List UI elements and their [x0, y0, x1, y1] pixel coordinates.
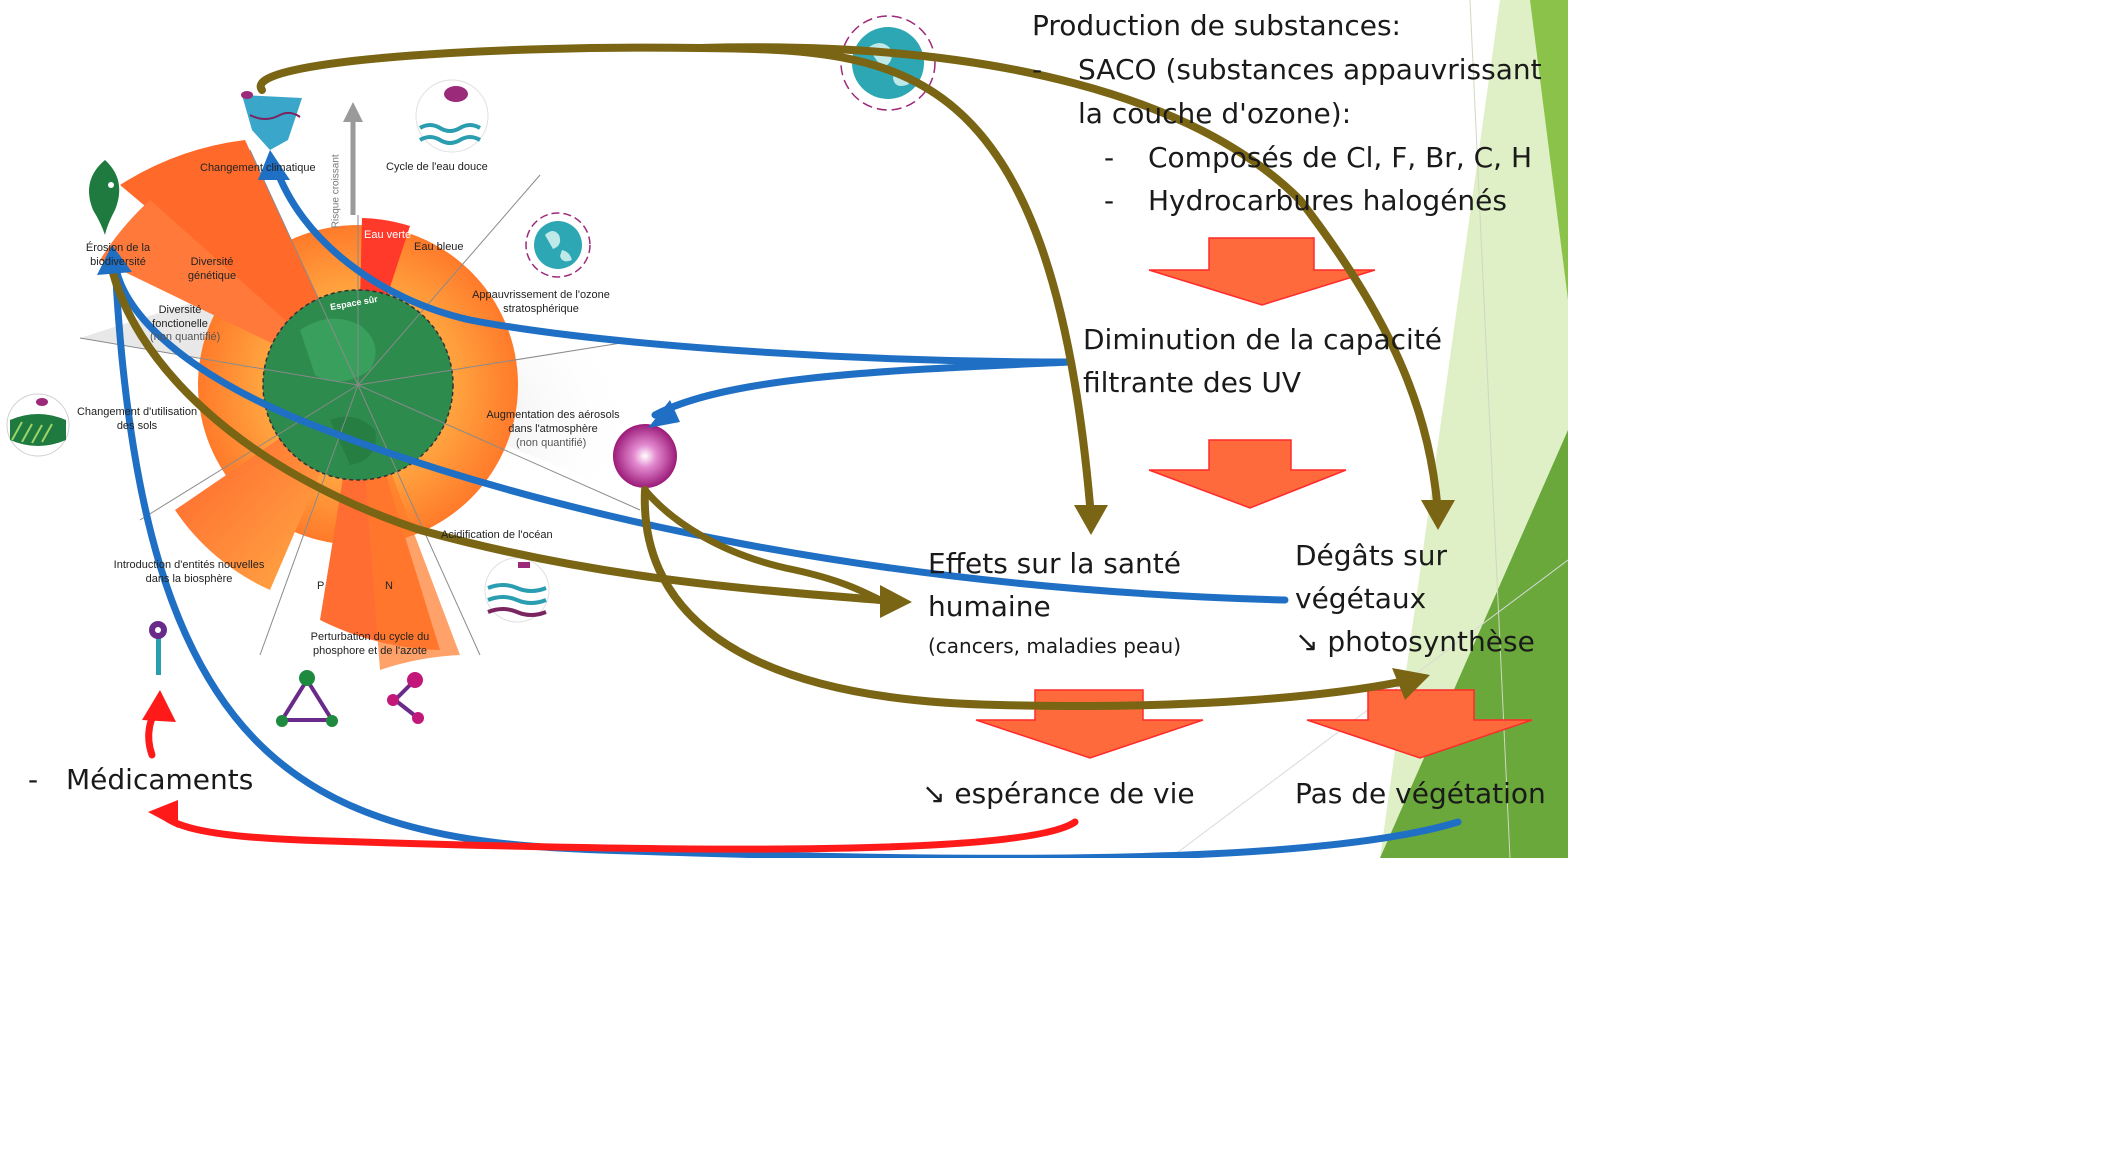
medicaments-dash: - — [28, 763, 39, 796]
risk-axis-label: Risque croissant — [330, 154, 342, 229]
diagram-canvas — [6, 0, 1568, 858]
plant-damage-line2: végétaux — [1295, 582, 1427, 615]
production-item-2: la couche d'ozone): — [1078, 97, 1352, 130]
land-use-icon — [6, 393, 70, 457]
biodiversity-leaf-icon — [89, 160, 120, 235]
arrow-heads — [97, 150, 1455, 828]
biogeochemical-label: Perturbation du cycle du phosphore et de… — [310, 631, 430, 657]
production-subitem-1: Composés de Cl, F, Br, C, H — [1148, 141, 1533, 174]
curved-arrows — [106, 43, 1462, 858]
aerosols-label: Augmentation des aérosols dans l'atmosph… — [486, 409, 620, 435]
plant-damage-line1: Dégâts sur — [1295, 539, 1448, 572]
medicaments-label: Médicaments — [66, 763, 254, 796]
uv-filter-reduction-line2: filtrante des UV — [1083, 366, 1302, 399]
health-effects-line2: humaine — [928, 590, 1051, 623]
blue-water-label: Eau bleue — [414, 241, 464, 253]
ocean-icon — [484, 557, 550, 623]
slide: Changement climatique Cycle de l'eau dou… — [6, 0, 1568, 858]
uv-filter-reduction-line1: Diminution de la capacité — [1083, 323, 1443, 356]
nitrogen-label: N — [385, 580, 393, 592]
aerosol-sphere-icon — [613, 424, 677, 488]
ozone-depletion-label: Appauvrissement de l'ozone stratosphériq… — [472, 289, 610, 315]
life-expectancy-decrease: ↘ espérance de vie — [922, 777, 1195, 810]
climate-change-label: Changement climatique — [200, 162, 316, 174]
genetic-diversity-label: Diversité génétique — [187, 256, 237, 282]
freshwater-cycle-label: Cycle de l'eau douce — [386, 161, 488, 173]
nitrogen-icon — [387, 672, 424, 724]
production-subitem-2: Hydrocarbures halogénés — [1148, 184, 1507, 217]
production-subitem-2-dash: - — [1104, 184, 1115, 217]
flower-icon — [149, 621, 167, 675]
functional-diversity-note: (non quantifié) — [150, 331, 221, 343]
production-subitem-1-dash: - — [1104, 141, 1115, 174]
phosphorus-label: P — [317, 580, 325, 592]
production-item-1: SACO (substances appauvrissant — [1078, 53, 1542, 86]
health-effects-line1: Effets sur la santé — [928, 547, 1181, 580]
novel-entities-label: Introduction d'entités nouvelles dans la… — [113, 559, 265, 585]
production-title: Production de substances: — [1032, 9, 1401, 42]
green-water-label: Eau verte — [364, 229, 412, 241]
production-item-1-dash: - — [1032, 53, 1043, 86]
climate-icon — [241, 91, 302, 150]
photosynthesis-decrease: ↘ photosynthèse — [1295, 625, 1535, 658]
freshwater-icon — [415, 79, 489, 153]
functional-diversity-label: Diversité fonctionelle — [152, 304, 208, 330]
no-vegetation: Pas de végétation — [1295, 777, 1546, 810]
phosphorus-icon — [276, 670, 338, 727]
health-effects-note: (cancers, maladies peau) — [928, 634, 1182, 658]
block-arrows — [975, 237, 1533, 759]
planetary-boundaries-diagram — [79, 102, 641, 670]
biodiversity-erosion-label: Érosion de la biodiversité — [85, 242, 151, 268]
aerosols-note: (non quantifié) — [516, 437, 587, 449]
ocean-acidification-label: Acidification de l'océan — [441, 529, 553, 541]
ozone-globe-icon — [525, 212, 591, 278]
land-use-label: Changement d'utilisation des sols — [76, 406, 198, 432]
